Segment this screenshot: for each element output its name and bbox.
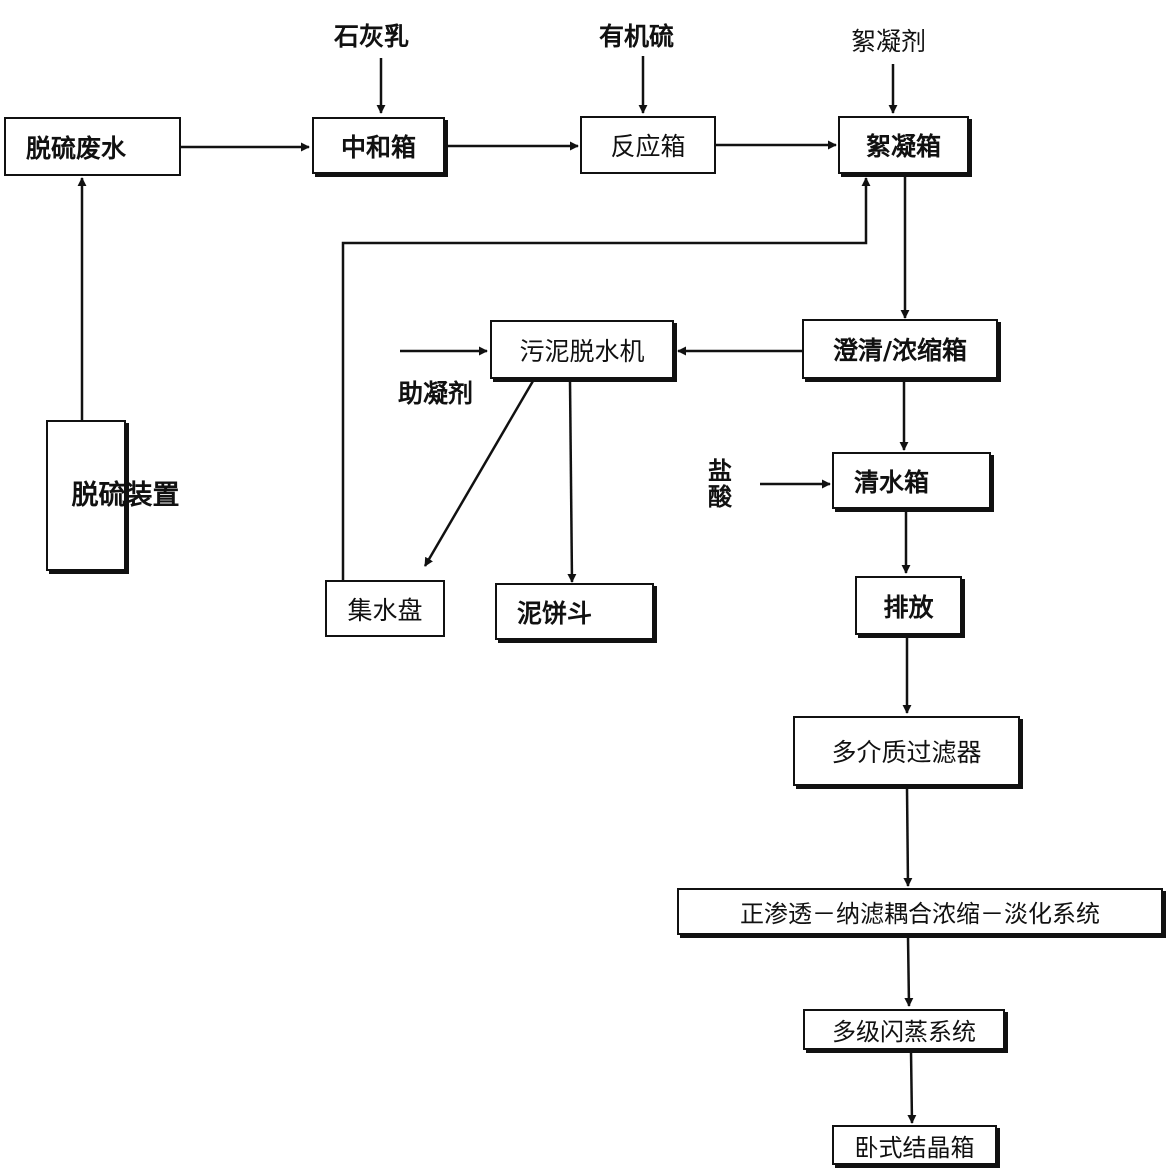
arrow-msf-to-crystallizer	[907, 1050, 917, 1124]
desulfurization-device-box: 脱硫装置	[46, 420, 180, 571]
clean-water-tank-label: 清水箱	[854, 467, 930, 497]
multimedia-filter-label: 多介质过滤器	[831, 738, 982, 767]
sludge-dewatering-machine-box: 污泥脱水机	[490, 320, 674, 379]
flocculation-tank-label: 絮凝箱	[865, 132, 941, 161]
flocculant-label: 絮凝剂	[851, 27, 927, 56]
discharge-label: 排放	[883, 592, 934, 622]
flocculation-tank-box: 絮凝箱	[838, 116, 969, 174]
organic-sulfur-label: 有机硫	[599, 22, 675, 51]
hydrochloric-acid-label: 盐酸	[708, 457, 732, 511]
multimedia-filter-box: 多介质过滤器	[793, 716, 1020, 786]
arrow-fo-nf-to-msf	[904, 936, 914, 1007]
water-collecting-tray-label: 集水盘	[347, 595, 423, 625]
clarification-tank-label: 澄清/浓缩箱	[832, 336, 968, 365]
mud-cake-hopper-box: 泥饼斗	[495, 583, 654, 640]
fo-nf-system-label: 正渗透－纳滤耦合浓缩－淡化系统	[740, 900, 1100, 928]
clarification-tank-box: 澄清/浓缩箱	[802, 319, 998, 379]
fo-nf-system-box: 正渗透－纳滤耦合浓缩－淡化系统	[677, 888, 1163, 935]
arrow-sludge-to-cake-hopper	[567, 380, 577, 583]
arrow-filter-to-fo-nf	[903, 787, 913, 887]
discharge-box: 排放	[855, 576, 962, 635]
desulfurization-device-label: 脱硫装置	[71, 480, 180, 511]
mud-cake-hopper-label: 泥饼斗	[517, 598, 593, 628]
clean-water-tank-box: 清水箱	[832, 452, 991, 509]
crystallizer-box: 卧式结晶箱	[832, 1125, 997, 1165]
arrow-sludge-to-collecting-tray	[423, 380, 535, 567]
neutralization-tank-box: 中和箱	[312, 117, 445, 174]
water-collecting-tray-box: 集水盘	[325, 580, 445, 637]
reaction-tank-label: 反应箱	[610, 132, 686, 161]
msf-system-label: 多级闪蒸系统	[832, 1018, 976, 1046]
crystallizer-label: 卧式结晶箱	[854, 1133, 975, 1162]
desulfurization-wastewater-label: 脱硫废水	[26, 133, 127, 163]
sludge-dewatering-machine-label: 污泥脱水机	[519, 336, 645, 366]
desulfurization-wastewater-box: 脱硫废水	[4, 117, 181, 176]
arrow-return-to-flocculation	[341, 177, 871, 581]
reaction-tank-box: 反应箱	[580, 116, 716, 174]
lime-milk-label: 石灰乳	[334, 22, 410, 51]
msf-system-box: 多级闪蒸系统	[803, 1009, 1005, 1050]
neutralization-tank-label: 中和箱	[340, 132, 416, 162]
coagulant-aid-label: 助凝剂	[398, 379, 474, 408]
